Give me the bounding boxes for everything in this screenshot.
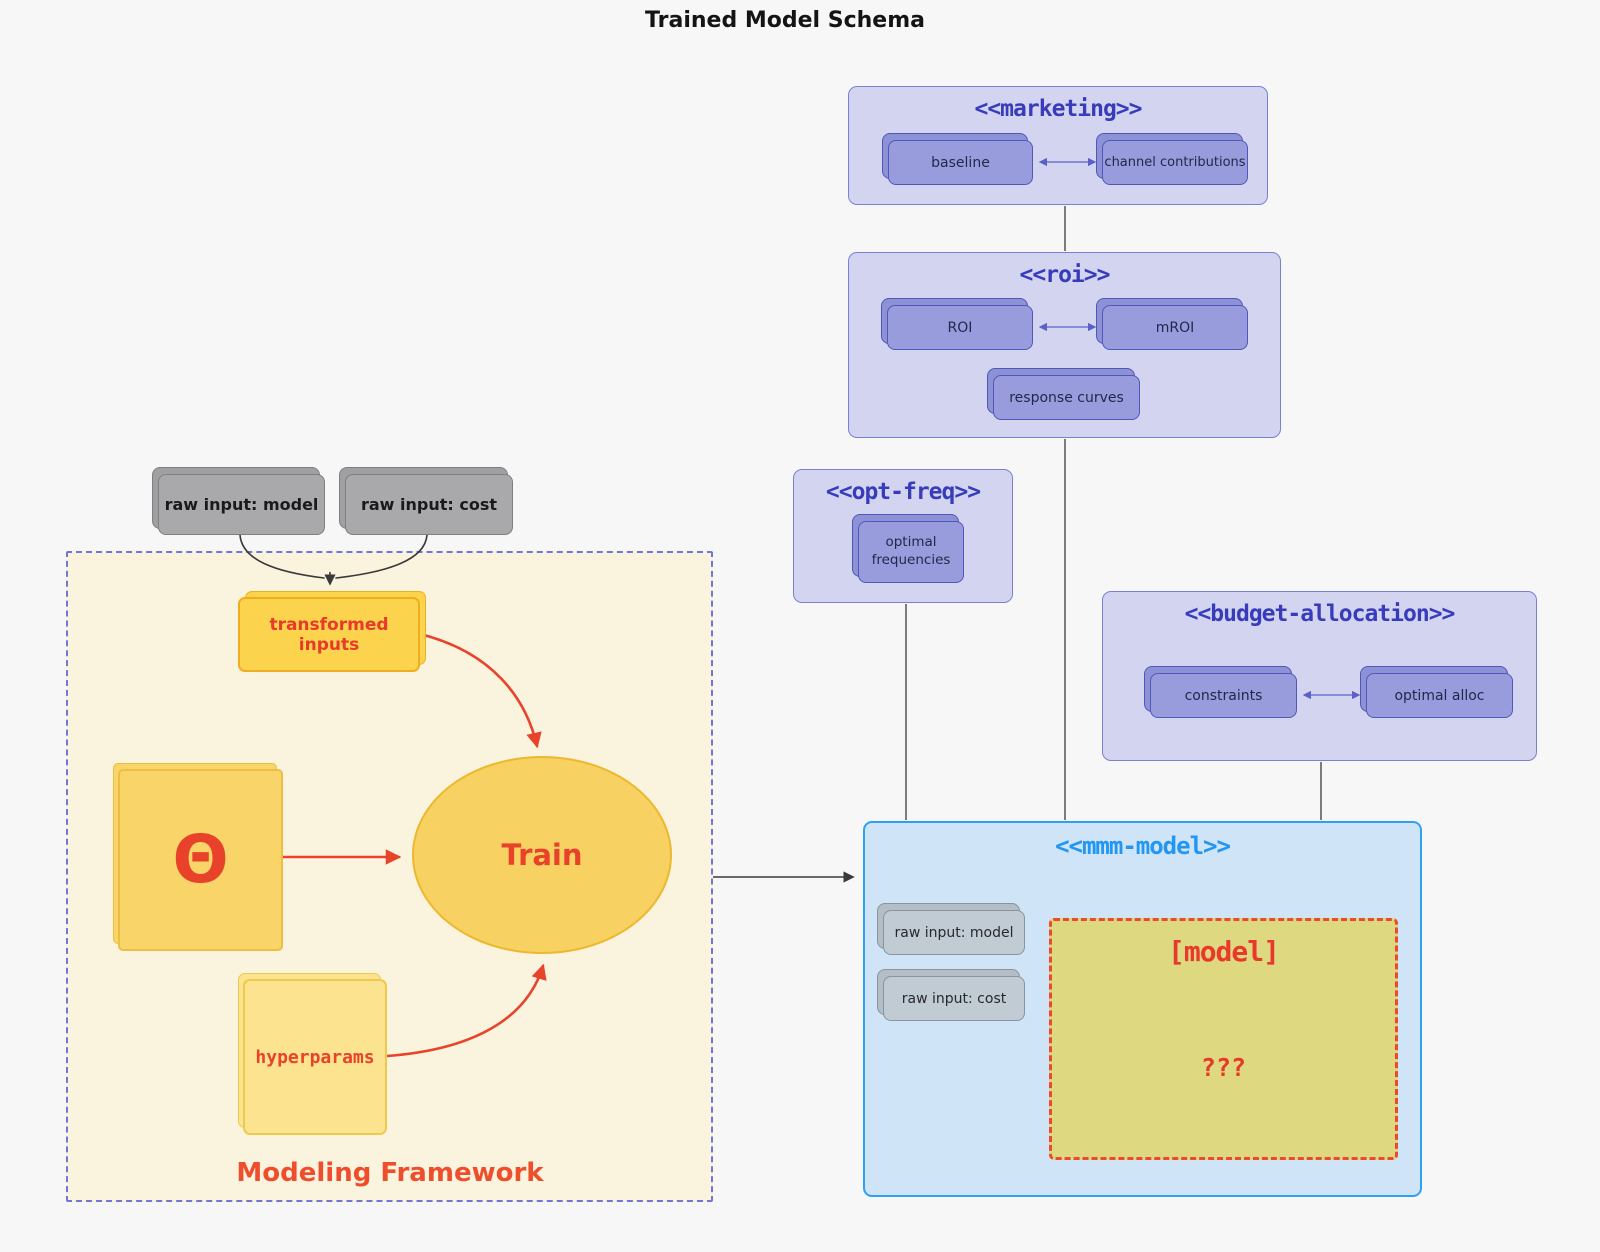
- roi-title: <<roi>>: [1019, 262, 1111, 288]
- edge-transformed-inputs-to-train: [418, 632, 542, 749]
- edge-raw-cost-to-merge: [335, 534, 428, 579]
- edge-hyperparams-to-train: [385, 963, 547, 1058]
- marketing-title: <<marketing>>: [974, 96, 1142, 122]
- budget-allocation-title: <<budget-allocation>>: [1184, 601, 1456, 627]
- edge-raw-model-to-merge: [239, 534, 325, 579]
- modeling-framework-caption: Modeling Framework: [236, 1158, 544, 1188]
- diagram-title: Trained Model Schema: [645, 8, 925, 33]
- opt-freq-title: <<opt-freq>>: [825, 479, 981, 505]
- mmm-model-title: <<mmm-model>>: [1055, 832, 1231, 860]
